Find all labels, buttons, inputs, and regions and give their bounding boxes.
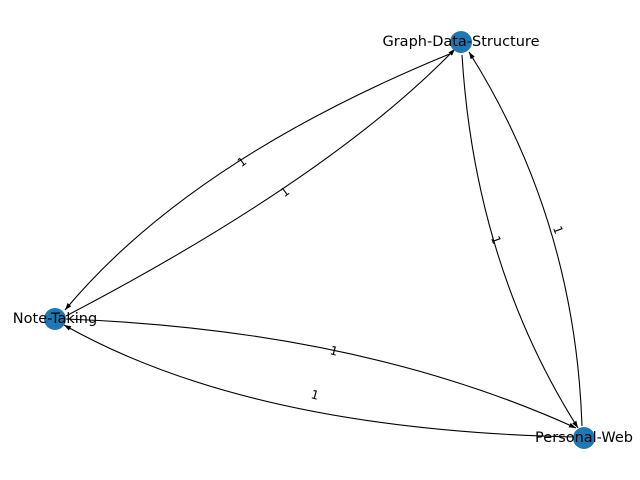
- edge-label-note-taking-to-personal-web: 1: [328, 343, 339, 359]
- node-personal-web: [573, 427, 595, 449]
- node-label-note-taking: Note-Taking: [13, 311, 97, 327]
- nodes-layer: [44, 31, 595, 449]
- edges-layer: [63, 48, 583, 438]
- edge-note-taking-to-personal-web: [65, 318, 577, 429]
- edge-label-personal-web-to-graph-data-structure: 1: [550, 224, 566, 236]
- edge-graph-data-structure-to-note-taking: [64, 52, 453, 311]
- node-note-taking: [44, 308, 66, 330]
- node-graph-data-structure: [450, 31, 472, 53]
- node-label-personal-web: Personal-Web: [535, 430, 633, 446]
- edge-label-note-taking-to-graph-data-structure: 1: [278, 184, 292, 200]
- edge-personal-web-to-graph-data-structure: [468, 51, 583, 427]
- edge-personal-web-to-note-taking: [63, 324, 576, 438]
- edge-graph-data-structure-to-personal-web: [461, 54, 579, 429]
- node-label-graph-data-structure: Graph-Data-Structure: [382, 34, 539, 50]
- edge-label-graph-data-structure-to-personal-web: 1: [488, 234, 504, 246]
- node-labels-layer: Graph-Data-Structure Note-Taking Persona…: [13, 34, 633, 446]
- edge-label-personal-web-to-note-taking: 1: [309, 387, 320, 403]
- edge-note-taking-to-graph-data-structure: [65, 48, 456, 317]
